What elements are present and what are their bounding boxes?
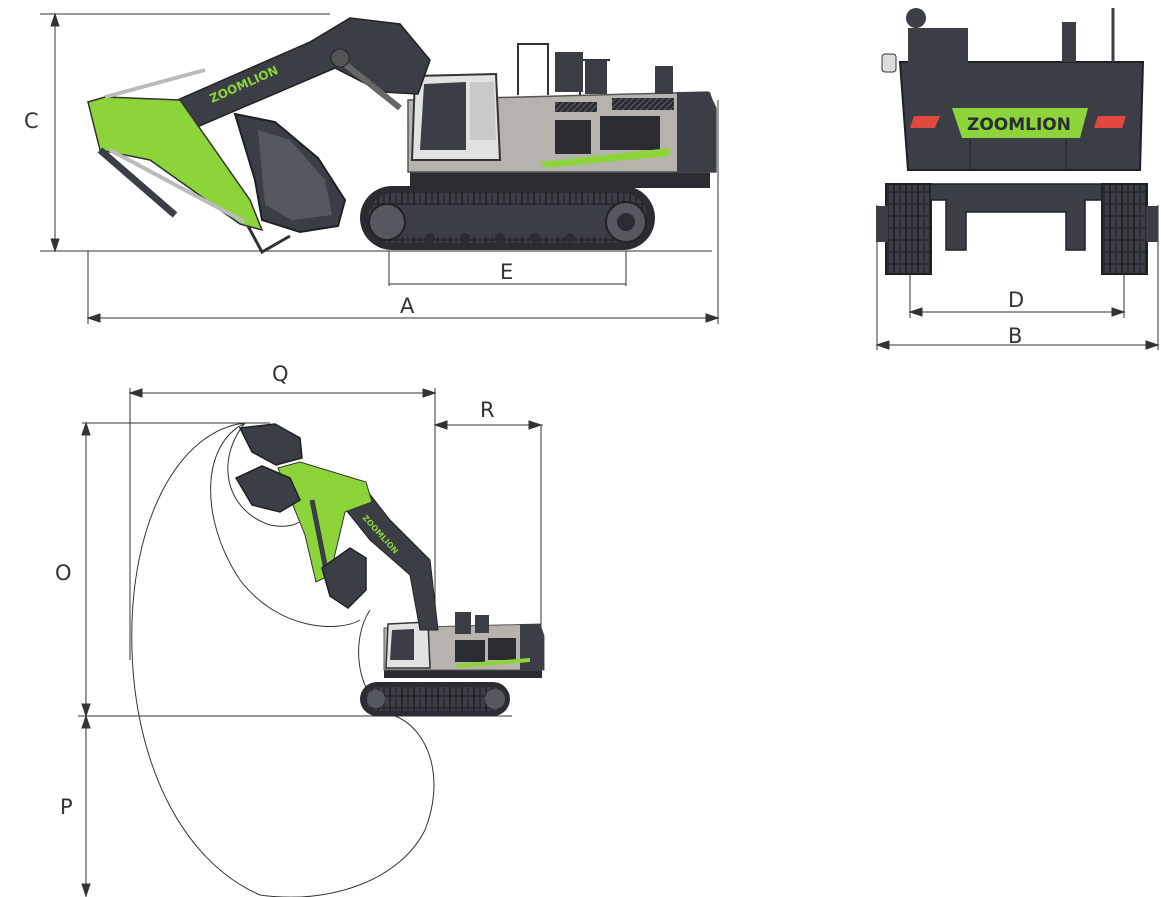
range-upper-body [383,612,545,678]
rear-logo: ZOOMLION [967,115,1071,135]
side-upper-body [407,43,717,188]
side-bucket [233,112,347,255]
dim-label-q: Q [272,362,289,386]
range-bucket-top [238,423,303,466]
working-range-view: Q R O P [55,362,545,897]
range-bucket-low [321,547,367,609]
side-track [360,186,655,250]
rear-body: ZOOMLION [881,8,1145,171]
dim-label-c: C [24,109,39,133]
side-view: C E A [24,12,720,324]
range-arm [277,461,373,583]
rear-track-left [885,183,932,275]
dim-label-e: E [500,260,513,284]
dim-label-a: A [400,294,415,318]
dim-label-p: P [60,795,73,819]
dim-label-b: B [1008,324,1022,348]
range-track [360,682,510,716]
dim-label-d: D [1008,288,1024,312]
side-boom: ZOOMLION [148,17,431,133]
dim-label-o: O [55,561,72,585]
side-arm [87,68,264,232]
rear-view: D B ZOOMLION [875,8,1160,350]
working-range-dimension-lines [78,388,543,897]
range-bucket-mid [234,465,301,513]
dim-label-r: R [480,398,495,422]
rear-track-right [1101,183,1148,275]
side-view-dimension-lines [40,12,720,324]
rear-view-dimension-lines [875,205,1160,350]
